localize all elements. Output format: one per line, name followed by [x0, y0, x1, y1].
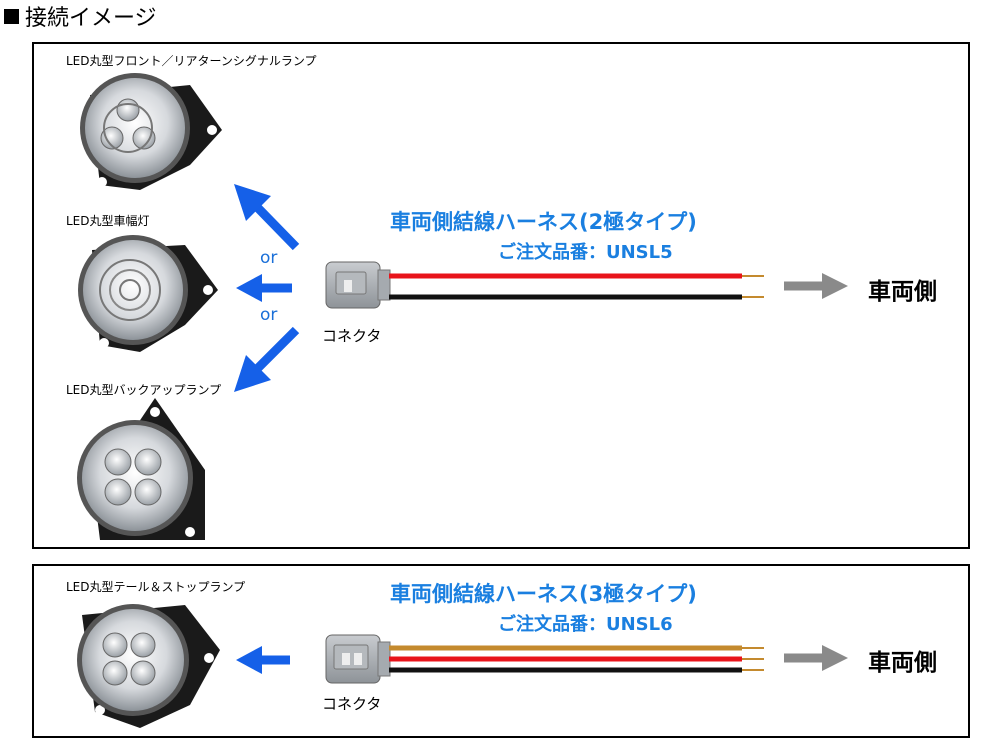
lamp-label-backup: LED丸型バックアップランプ	[66, 383, 222, 397]
arrow-to-turn-signal-icon	[234, 184, 300, 251]
connector-label: コネクタ	[322, 327, 382, 345]
arrow-to-vehicle-2-icon	[784, 645, 848, 671]
harness-title-2pole: 車両側結線ハーネス(2極タイプ)	[390, 210, 697, 234]
heading-text: 接続イメージ	[25, 6, 157, 31]
or-label: or	[260, 305, 278, 325]
connector-label: コネクタ	[322, 695, 382, 713]
arrow-to-side-marker-icon	[236, 274, 292, 302]
section-heading: 接続イメージ	[4, 4, 157, 34]
lamp-label-side-marker: LED丸型車幅灯	[66, 214, 150, 228]
backup-lamp-image	[77, 398, 205, 540]
order-number-2pole: ご注文品番：UNSL5	[498, 242, 673, 263]
lamp-label-turn-signal: LED丸型フロント／リアターンシグナルランプ	[66, 54, 317, 68]
wires-3pole	[389, 645, 764, 673]
arrow-to-vehicle-icon	[784, 273, 848, 299]
three-pole-panel	[32, 564, 970, 738]
or-label: or	[260, 248, 278, 268]
turn-signal-lamp-image	[80, 73, 222, 190]
connector-2pole-image	[325, 261, 391, 309]
harness-title-3pole: 車両側結線ハーネス(3極タイプ)	[390, 582, 697, 606]
connector-3pole-image	[325, 634, 391, 684]
vehicle-side-label: 車両側	[868, 650, 937, 676]
vehicle-side-label: 車両側	[868, 279, 937, 305]
arrow-to-backup-icon	[234, 326, 300, 392]
order-number-3pole: ご注文品番：UNSL6	[498, 614, 673, 635]
square-bullet-icon	[4, 9, 19, 24]
tail-stop-lamp-image	[77, 604, 220, 728]
lamp-label-tail-stop: LED丸型テール＆ストップランプ	[66, 580, 246, 594]
arrow-to-tail-stop-icon	[236, 646, 290, 674]
wires-2pole	[389, 273, 764, 300]
side-marker-lamp-image	[78, 235, 218, 352]
